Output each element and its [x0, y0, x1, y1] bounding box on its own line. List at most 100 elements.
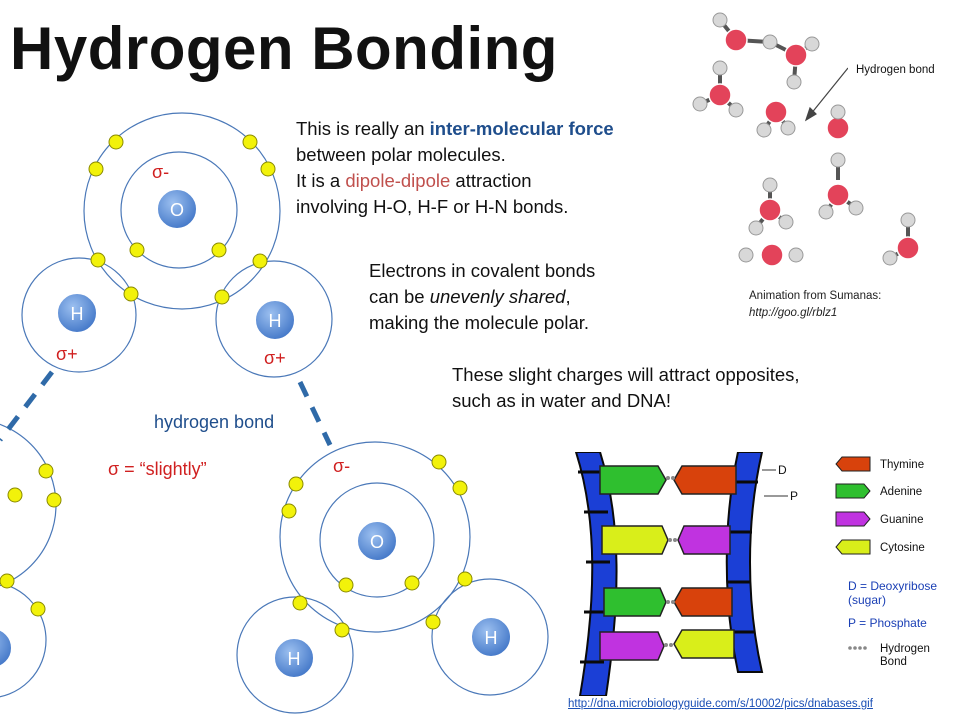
adenine-base [599, 465, 667, 495]
sigma-plus-label: σ+ [56, 344, 78, 364]
electron [404, 575, 420, 591]
hydrogen-atom [470, 616, 512, 658]
orbit-h-right-2 [431, 578, 549, 696]
intro-line-1: This is really an inter-molecular force [296, 116, 676, 142]
electron [88, 161, 104, 177]
orbit-o-outer-2 [279, 441, 471, 633]
legend-adenine: Adenine [880, 486, 922, 498]
hydrogen-bond-dash-right [297, 380, 333, 447]
cytosine-base [601, 525, 669, 555]
electrons-paragraph: Electrons in covalent bonds can be uneve… [369, 258, 669, 336]
orbit-o-inner [120, 151, 238, 269]
hydrogen-bond-label: hydrogen bond [154, 412, 274, 432]
key-deoxyribose: D = Deoxyribose [848, 579, 937, 593]
hydrogen-label: H [485, 628, 498, 648]
electron [0, 573, 15, 589]
electron [457, 571, 473, 587]
dna-bases-image: D P Thymine Adenine Guanine Cytosine D =… [574, 452, 937, 696]
credit-link[interactable]: http://goo.gl/rblz1 [749, 307, 838, 319]
legend-swatch-cytosine [835, 539, 871, 555]
oxygen-atom [156, 188, 198, 230]
hydrogen-label: H [269, 311, 282, 331]
electron [242, 134, 258, 150]
key-deoxyribose-sugar: (sugar) [848, 593, 886, 607]
guanine-base [677, 525, 731, 555]
legend-swatch-thymine [835, 456, 871, 472]
hydrogen-atom [0, 628, 13, 668]
intro-line-4: involving H-O, H-F or H-N bonds. [296, 196, 569, 217]
electron [425, 614, 441, 630]
charges-paragraph: These slight charges will attract opposi… [452, 362, 892, 414]
key-phosphate: P = Phosphate [848, 616, 927, 630]
intro-line-3: It is a dipole-dipole attraction [296, 168, 676, 194]
sigma-plus-label: σ+ [264, 348, 286, 368]
orbit-h-left-2 [236, 596, 354, 714]
oxygen-atom [356, 520, 398, 562]
electron [30, 601, 46, 617]
intro-emphasis-dipole: dipole-dipole [345, 170, 451, 191]
cytosine-base [673, 629, 735, 659]
electron [123, 286, 139, 302]
hydrogen-bond-dash-left [0, 370, 54, 442]
intro-paragraph: This is really an inter-molecular force … [296, 116, 676, 220]
guanine-base [599, 631, 665, 661]
thymine-base [673, 587, 733, 617]
electron [334, 622, 350, 638]
hydrogen-atom [273, 637, 315, 679]
key-hydrogen: Hydrogen [880, 643, 930, 655]
legend-swatch-guanine [835, 511, 871, 527]
electron [129, 242, 145, 258]
dna-image-source-link[interactable]: http://dna.microbiologyguide.com/s/10002… [568, 698, 873, 710]
electron [288, 476, 304, 492]
electrons-line-3: making the molecule polar. [369, 312, 590, 333]
orbit-partial-outer [0, 423, 57, 587]
sigma-minus-label: σ- [333, 456, 350, 476]
electrons-line-2: can be unevenly shared, [369, 284, 669, 310]
hydrogen-atom [254, 299, 296, 341]
dna-backbone-right [725, 452, 764, 673]
orbit-partial-h [0, 582, 47, 698]
water-molecules-diagram: O H H O H H σ- σ+ σ+ σ- σ = “slightly” h… [0, 112, 549, 714]
dna-label-p: P [790, 489, 798, 503]
electrons-line-2-post: , [565, 286, 571, 307]
intro-line-2: between polar molecules. [296, 144, 506, 165]
sigma-definition: σ = “slightly” [108, 459, 207, 479]
intro-line-1-text: This is really an [296, 118, 430, 139]
hydrogen-bond-label-box [848, 58, 946, 78]
hydrogen-label: H [288, 649, 301, 669]
animation-credit: Animation from Sumanas: http://goo.gl/rb… [749, 288, 881, 322]
thymine-base [673, 465, 737, 495]
electron [211, 242, 227, 258]
hydrogen-bond-callout: Hydrogen bond [856, 64, 935, 76]
adenine-base [603, 587, 667, 617]
hydrogen-label: H [71, 304, 84, 324]
electron [214, 289, 230, 305]
orbit-h-right [215, 260, 333, 378]
electron [252, 253, 268, 269]
orbit-o-inner-2 [319, 482, 435, 598]
electron [90, 252, 106, 268]
legend-thymine: Thymine [880, 459, 924, 471]
electron [431, 454, 447, 470]
orbit-h-left [21, 257, 137, 373]
electron [108, 134, 124, 150]
charges-line-1: These slight charges will attract opposi… [452, 364, 800, 385]
intro-line-3-post: attraction [450, 170, 532, 191]
credit-line-1: Animation from Sumanas: [749, 290, 882, 302]
electron [260, 161, 276, 177]
legend-cytosine: Cytosine [880, 542, 925, 554]
legend-swatch-adenine [835, 483, 871, 499]
legend-guanine: Guanine [880, 514, 923, 526]
intro-emphasis-force: inter-molecular force [429, 118, 614, 139]
key-hydrogen-bond: Bond [880, 656, 907, 668]
electron [7, 487, 23, 503]
orbit-o-outer [83, 112, 281, 310]
electrons-line-2-pre: can be [369, 286, 430, 307]
electron [452, 480, 468, 496]
oxygen-label: O [370, 532, 384, 552]
electron [338, 577, 354, 593]
page-title: Hydrogen Bonding [10, 15, 558, 82]
intro-line-3-pre: It is a [296, 170, 346, 191]
electron [281, 503, 297, 519]
electrons-emphasis-unevenly: unevenly shared [429, 286, 566, 307]
